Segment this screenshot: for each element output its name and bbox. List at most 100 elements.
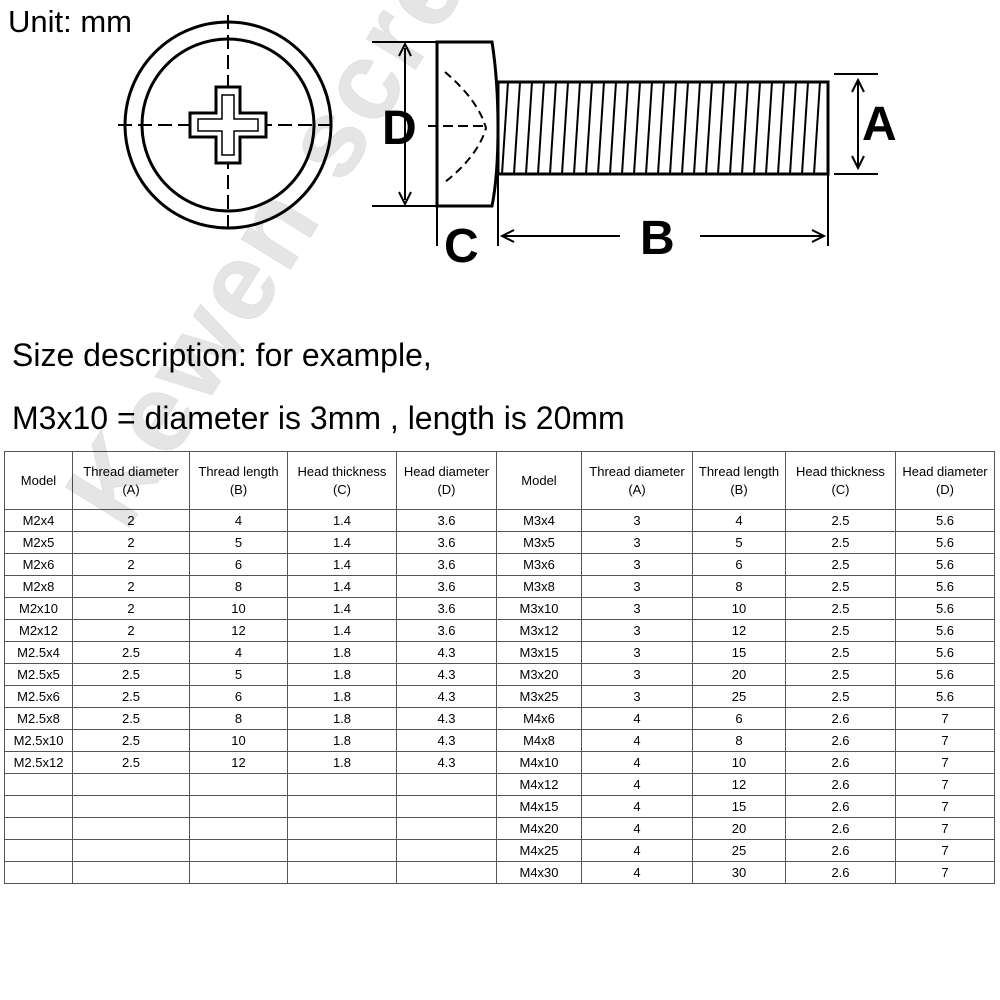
column-header-title: Head thickness [297, 463, 387, 479]
table-cell [396, 861, 497, 884]
table-cell: 2.5 [72, 707, 190, 730]
table-cell: 2.6 [785, 751, 896, 774]
table-cell: 2.5 [785, 531, 896, 554]
table-cell: 2.5 [785, 641, 896, 664]
column-header-thread-length-left: Thread length(B) [189, 451, 288, 510]
screw-head-top-view [118, 15, 338, 235]
table-cell: 2 [72, 531, 190, 554]
table-cell: M4x8 [496, 729, 582, 752]
table-cell: 1.4 [287, 575, 397, 598]
table-cell: 2.5 [785, 597, 896, 620]
table-cell [396, 817, 497, 840]
column-header-thread-length-right: Thread length(B) [692, 451, 786, 510]
table-cell: M4x12 [496, 773, 582, 796]
table-cell: 4 [581, 817, 693, 840]
table-cell: 5.6 [895, 685, 995, 708]
table-cell: 1.8 [287, 729, 397, 752]
table-cell: 1.8 [287, 685, 397, 708]
table-cell [4, 861, 73, 884]
table-cell: 4 [581, 773, 693, 796]
column-header-title: Head diameter [902, 463, 988, 479]
table-cell: 4 [189, 509, 288, 532]
table-cell: 2.5 [785, 553, 896, 576]
table-cell [287, 795, 397, 818]
table-cell: 20 [692, 663, 786, 686]
table-cell: 7 [895, 707, 995, 730]
table-cell [72, 773, 190, 796]
column-header-thread-diameter-left: Thread diameter(A) [72, 451, 190, 510]
table-cell: 6 [189, 685, 288, 708]
size-description-heading: Size description: for example, [12, 337, 432, 373]
table-cell: 10 [692, 751, 786, 774]
table-cell: M4x10 [496, 751, 582, 774]
table-cell: 3 [581, 553, 693, 576]
table-cell [72, 861, 190, 884]
column-header-title: Head thickness [796, 463, 885, 479]
table-cell: M2.5x8 [4, 707, 73, 730]
table-cell [4, 839, 73, 862]
table-cell: 4 [581, 729, 693, 752]
unit-label: Unit: mm [8, 4, 132, 39]
table-cell: 1.4 [287, 553, 397, 576]
table-cell: 2 [72, 509, 190, 532]
table-cell: 7 [895, 839, 995, 862]
thread-lines [501, 81, 821, 175]
table-cell: 5.6 [895, 663, 995, 686]
table-cell: 2.6 [785, 795, 896, 818]
column-header-head-diameter-left: Head diameter(D) [396, 451, 497, 510]
table-cell: M2.5x12 [4, 751, 73, 774]
table-cell: 1.8 [287, 707, 397, 730]
table-cell: 4 [189, 641, 288, 664]
table-cell: 5.6 [895, 619, 995, 642]
column-header-head-thickness-left: Head thickness (C) [287, 451, 397, 510]
dimension-label-a: A [862, 98, 897, 151]
table-cell: 2 [72, 597, 190, 620]
table-cell [287, 773, 397, 796]
table-cell: 4 [581, 751, 693, 774]
table-cell: 5.6 [895, 575, 995, 598]
table-cell: 5.6 [895, 641, 995, 664]
column-header-title: Head diameter [403, 463, 490, 479]
table-cell [396, 773, 497, 796]
table-cell: M2x8 [4, 575, 73, 598]
column-header-head-diameter-right: Head diameter(D) [895, 451, 995, 510]
table-cell: 5 [189, 663, 288, 686]
table-cell: 8 [189, 575, 288, 598]
table-cell: M2x12 [4, 619, 73, 642]
table-cell [72, 817, 190, 840]
table-cell: 25 [692, 839, 786, 862]
table-cell: 6 [692, 553, 786, 576]
table-cell: 2.5 [72, 641, 190, 664]
table-cell: M3x4 [496, 509, 582, 532]
table-cell: M3x20 [496, 663, 582, 686]
table-cell: 1.4 [287, 531, 397, 554]
column-header-model-right: Model [496, 451, 582, 510]
table-cell: 3.6 [396, 509, 497, 532]
table-cell: 7 [895, 729, 995, 752]
table-cell [4, 795, 73, 818]
table-cell [287, 839, 397, 862]
dimension-label-d: D [382, 102, 417, 155]
table-cell: 5 [692, 531, 786, 554]
table-cell: 10 [692, 597, 786, 620]
column-header-symbol: (C) [332, 481, 352, 497]
table-cell: 5.6 [895, 597, 995, 620]
table-cell: 8 [692, 575, 786, 598]
table-cell: 3 [581, 597, 693, 620]
table-cell: 10 [189, 729, 288, 752]
table-cell: 5.6 [895, 531, 995, 554]
table-cell [287, 861, 397, 884]
column-header-title: Thread length [698, 463, 780, 479]
table-cell: 7 [895, 795, 995, 818]
table-cell: 7 [895, 773, 995, 796]
table-cell: 2 [72, 575, 190, 598]
